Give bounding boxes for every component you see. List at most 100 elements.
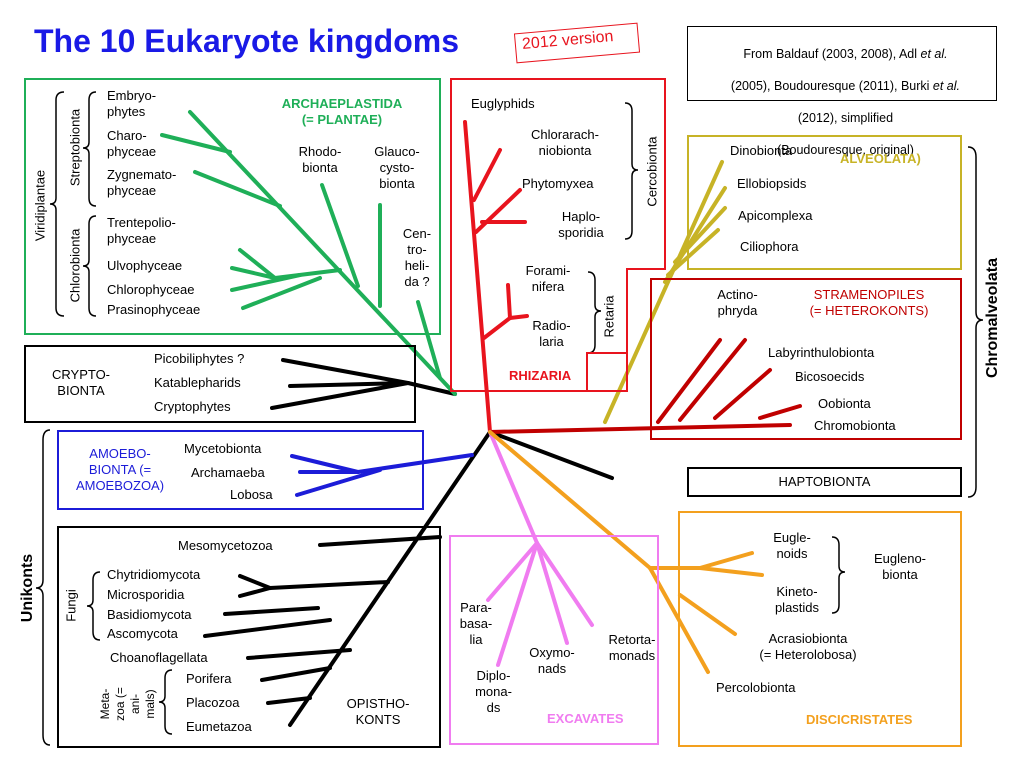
taxon-bicosoecids: Bicosoecids: [795, 369, 865, 384]
clade-retaria: Retaria: [602, 277, 617, 357]
taxon-chlorarachniobionta: Chlorarach- niobionta: [531, 127, 599, 158]
taxon-dinobionta: Dinobionta: [730, 143, 793, 158]
discicristates-branches: [488, 430, 764, 674]
branch-ascomycota: [203, 618, 332, 638]
clade-chlorobionta: Chlorobionta: [68, 216, 83, 316]
branch-discicristates-trunk: [488, 430, 652, 570]
branch-mesomycetozoa: [318, 535, 442, 547]
brace-retaria: [587, 271, 602, 354]
taxon-euglyphids: Euglyphids: [471, 96, 535, 111]
source-etal1: et al.: [920, 47, 948, 61]
taxon-basidiomycota: Basidiomycota: [107, 607, 192, 622]
excavates-label: EXCAVATES: [547, 711, 624, 726]
branch-bicosoecids: [713, 368, 772, 420]
taxon-ulvophyceae: Ulvophyceae: [107, 258, 183, 273]
discicristates-box: [678, 511, 962, 747]
stramenopiles-box: [650, 278, 962, 440]
branch-basidiomycota: [223, 606, 320, 616]
branch-lobosa: [295, 468, 382, 497]
taxon-oxymonads: Oxymo- nads: [529, 645, 575, 676]
brace-metazoa: [158, 669, 173, 735]
taxon-acrasiobionta: Acrasiobionta (= Heterolobosa): [759, 631, 857, 662]
excavates-box: [449, 535, 659, 745]
stramenopiles-branches: [488, 338, 802, 434]
branch-centrohelida: [416, 300, 442, 380]
alveolata-box: [687, 135, 962, 270]
branch-oobionta: [758, 404, 802, 420]
taxon-archamaeba: Archamaeba: [191, 465, 265, 480]
archaeplastida-label: ARCHAEPLASTIDA (= PLANTAE): [281, 96, 403, 127]
taxon-katablepharids: Katablepharids: [154, 375, 241, 390]
taxon-labyrinthulobionta: Labyrinthulobionta: [768, 345, 875, 360]
taxon-mycetobionta: Mycetobionta: [184, 441, 262, 456]
opisthokonts-label: OPISTHO- KONTS: [346, 696, 410, 727]
clade-streptobionta: Streptobionta: [68, 98, 83, 198]
excavates-branches: [486, 430, 594, 667]
amoebobionta-box: [57, 430, 424, 510]
branch-excavates-trunk: [488, 430, 539, 545]
amoebobionta-label: AMOEBO- BIONTA (= AMOEBOZOA): [75, 446, 165, 493]
branch-rhodobionta: [320, 183, 360, 288]
branch-diplomonads: [496, 541, 539, 667]
amoebobionta-branches: [290, 453, 474, 497]
rhizaria-box-notch: [586, 352, 628, 354]
branch-acrasiobionta: [678, 593, 737, 636]
taxon-porifera: Porifera: [186, 671, 232, 686]
branch-rhizaria-trunk: [463, 120, 492, 434]
euglenobionta-label: Eugleno- bionta: [873, 551, 927, 582]
branch-cryptophytes: [270, 381, 410, 410]
taxon-kinetoplastids: Kineto- plastids: [774, 584, 820, 615]
taxon-trentepoliophyceae: Trentepolio- phyceae: [107, 215, 176, 246]
taxon-centrohelida: Cen- tro- heli- da ?: [402, 226, 432, 289]
branch-retaria-stem: [482, 316, 512, 340]
taxon-foraminifera: Forami- nifera: [525, 263, 571, 294]
taxon-diplomonads: Diplo- mona- ds: [475, 668, 512, 715]
taxon-chromobionta: Chromobionta: [814, 418, 896, 433]
page-title: The 10 Eukaryote kingdoms: [34, 23, 460, 59]
branch-phytomyxea: [474, 188, 522, 234]
clade-fungi: Fungi: [64, 581, 79, 631]
taxon-mesomycetozoa: Mesomycetozoa: [178, 538, 273, 553]
rhizaria-branches: [463, 120, 529, 434]
branch-oxymonads: [535, 541, 569, 645]
branch-haptobionta: [488, 430, 614, 480]
taxon-ellobiopsids: Ellobiopsids: [737, 176, 807, 191]
haptobionta-label: HAPTOBIONTA: [778, 474, 871, 489]
brace-cercobionta: [624, 102, 639, 240]
branch-stramenopiles-trunk: [488, 423, 792, 434]
metazoa-label: Meta- zoa (= ani- mals): [98, 687, 157, 721]
branch-ciliophora: [666, 228, 720, 277]
branch-opisthokonts-trunk: [288, 430, 492, 727]
cercobionta-label: Cercobionta: [644, 136, 660, 207]
taxon-ciliophora: Ciliophora: [740, 239, 799, 254]
taxon-chytridiomycota: Chytridiomycota: [107, 567, 201, 582]
cryptobionta-box: [24, 345, 416, 423]
source-box: [687, 26, 997, 101]
brace-fungi: [86, 571, 101, 641]
branch-archaeplastida-trunk: [188, 110, 457, 396]
taxon-cryptophytes: Cryptophytes: [154, 399, 231, 414]
fungi-label: Fungi: [63, 589, 79, 622]
taxon-phytomyxea: Phytomyxea: [522, 176, 594, 191]
taxon-chlorophyceae: Chlorophyceae: [107, 282, 195, 297]
taxon-picobiliphytes: Picobiliphytes ?: [154, 351, 245, 366]
clade-chromalveolata: Chromalveolata: [983, 243, 1003, 393]
taxon-actinophryda: Actino- phryda: [717, 287, 758, 318]
taxon-prasinophyceae: Prasinophyceae: [107, 302, 201, 317]
taxon-choanoflagellata: Choanoflagellata: [110, 650, 208, 665]
taxon-apicomplexa: Apicomplexa: [738, 208, 813, 223]
branch-porifera: [260, 666, 332, 682]
viridiplantae-label: Viridiplantae: [32, 169, 48, 242]
source-line4: (Boudouresque, original): [777, 143, 914, 157]
branch-chlorophyceae: [230, 273, 302, 292]
taxon-radiolaria: Radio- laria: [532, 318, 571, 349]
branch-picobiliphytes: [281, 358, 410, 385]
branch-chytridiomycota: [238, 574, 272, 590]
source-line3: (2012), simplified: [797, 111, 894, 125]
source-etal2: et al.: [932, 79, 961, 93]
taxon-rhodobionta: Rhodo- bionta: [298, 144, 342, 175]
unikonts-label: Unikonts: [19, 553, 36, 623]
branch-labyrinthulobionta: [678, 338, 747, 422]
branch-alveolata-trunk: [603, 160, 724, 424]
